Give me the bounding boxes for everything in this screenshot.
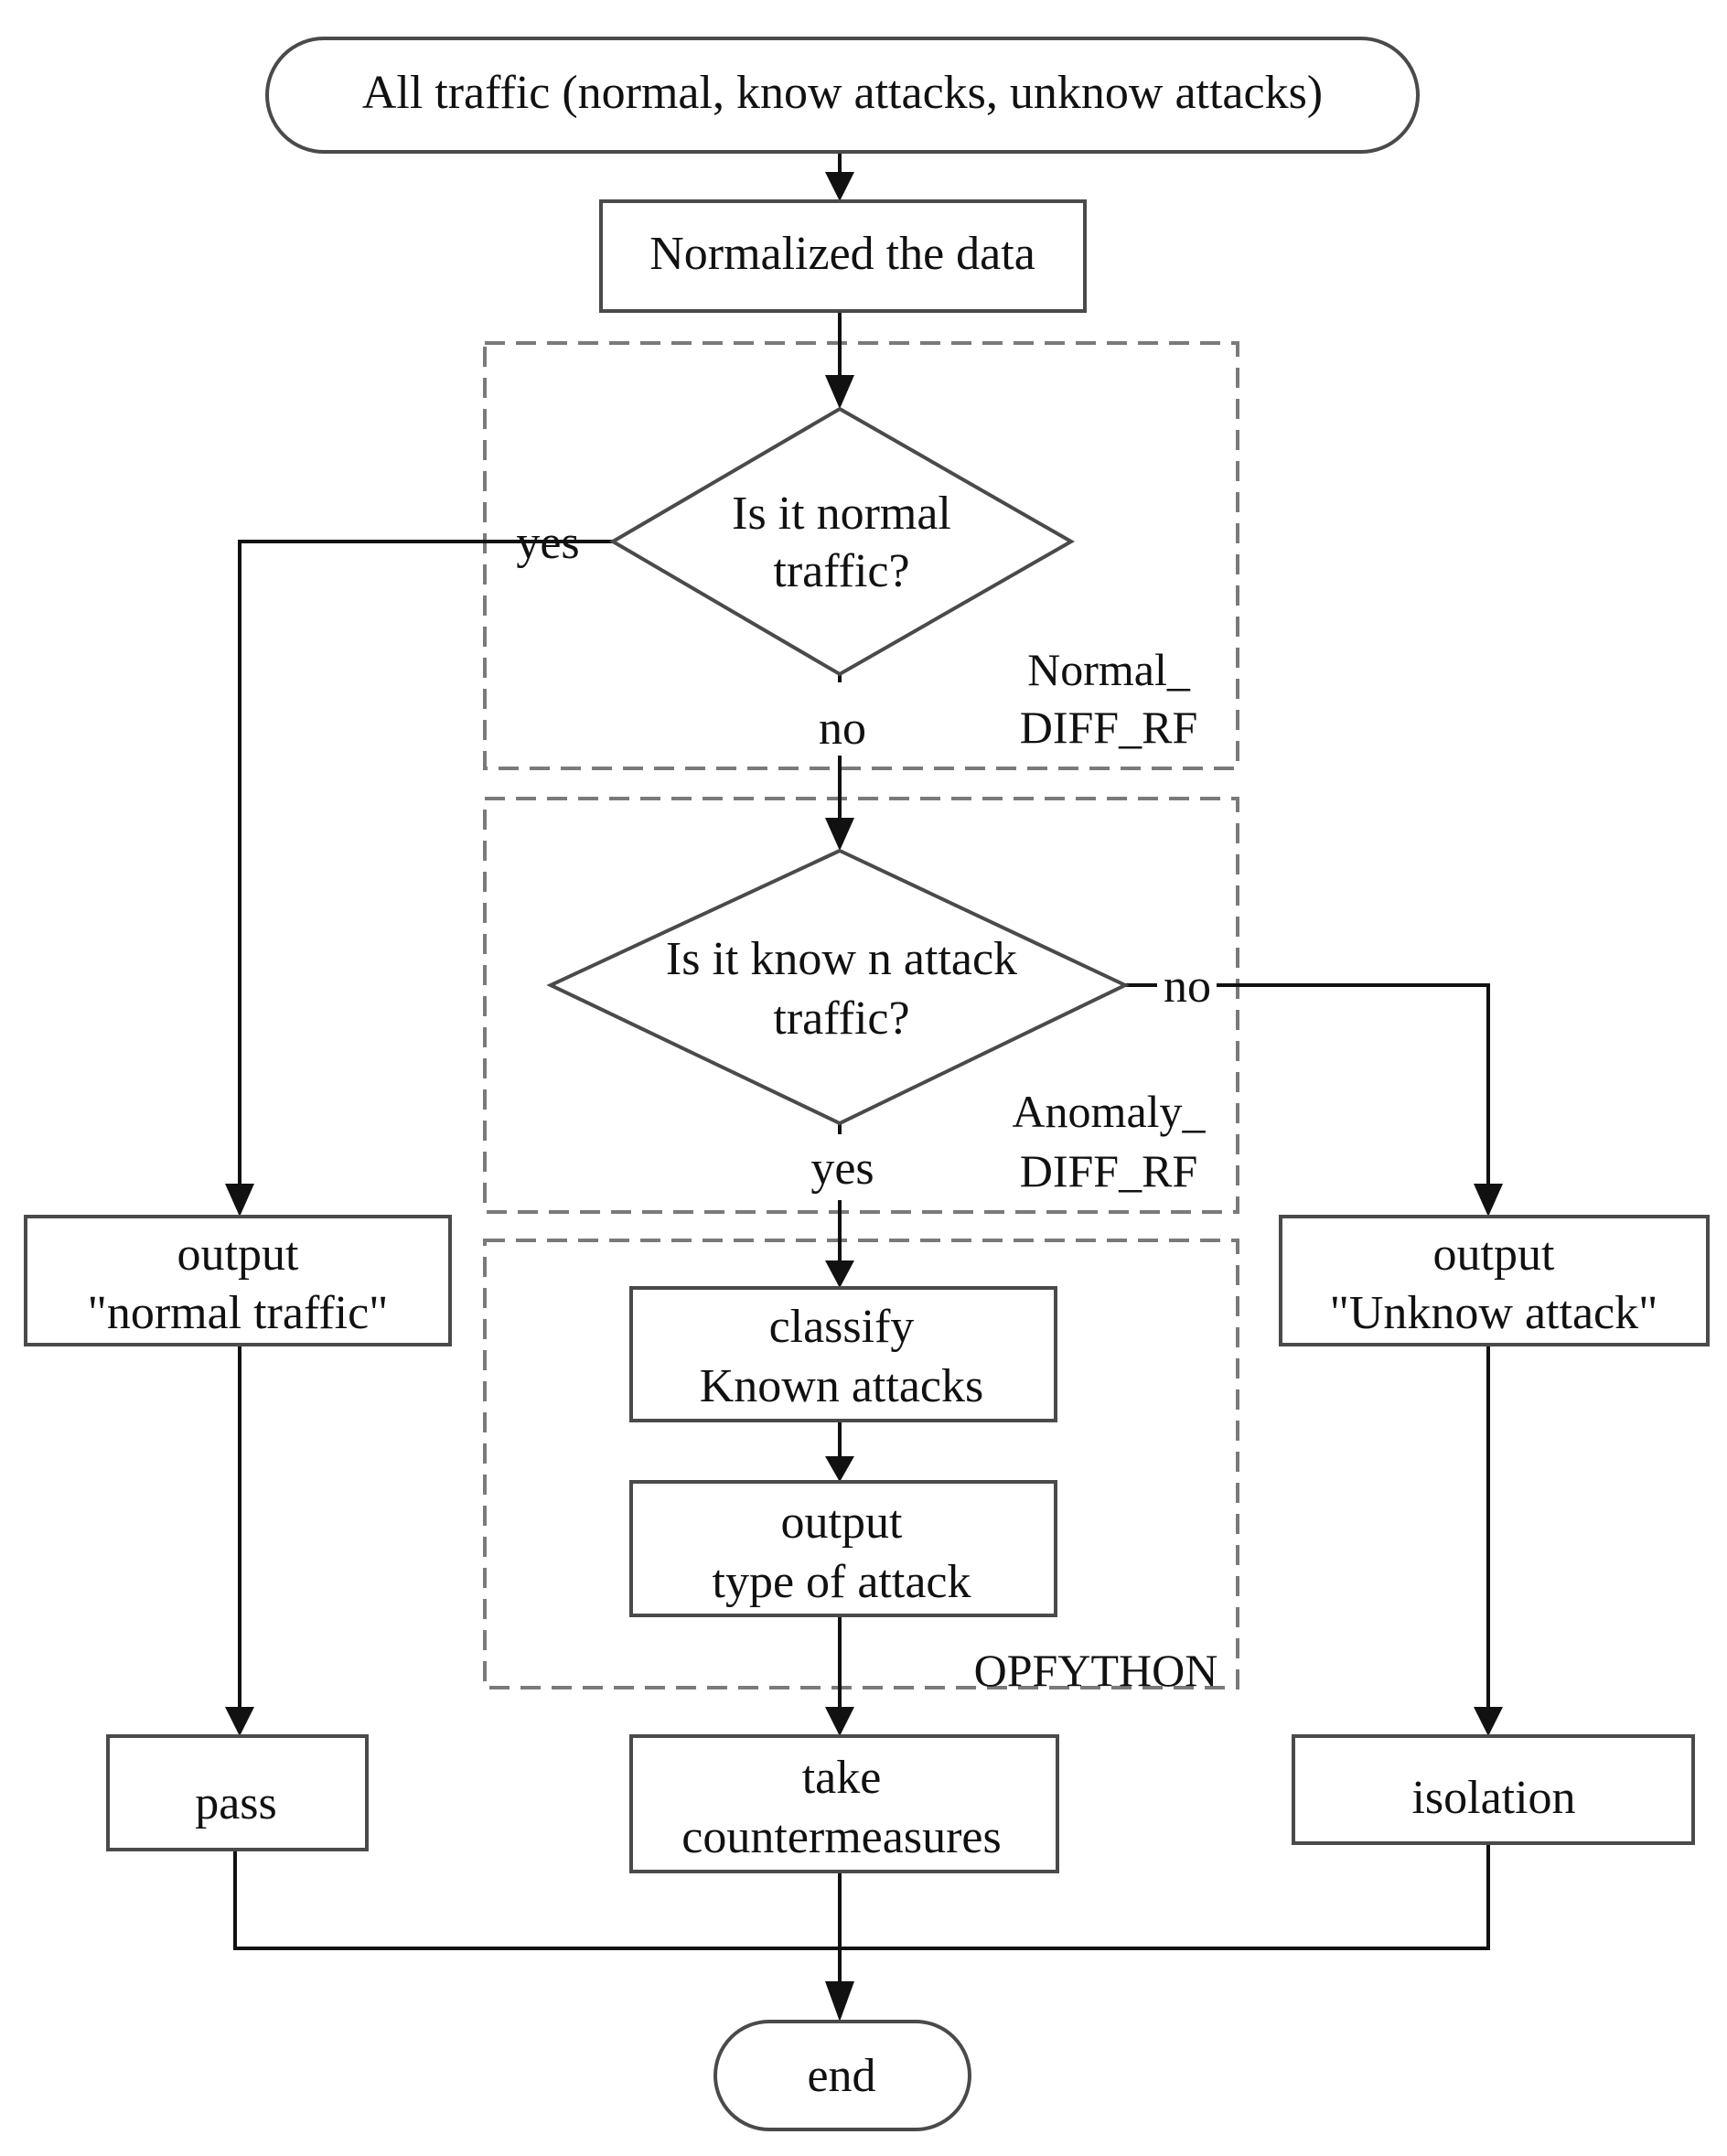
arrow-to-pass [225, 1707, 254, 1736]
group-opfython-label: OPFYTHON [974, 1645, 1218, 1696]
decision-normal-no-label: no [819, 703, 866, 755]
decision-known-attack [546, 848, 1130, 1126]
connector-known-no-b [1217, 983, 1490, 1185]
countermeasures-box [629, 1734, 1059, 1873]
end-terminator [713, 2020, 971, 2131]
output-normal-line2: "normal traffic" [88, 1287, 389, 1339]
decision-known-no-label: no [1164, 960, 1211, 1013]
arrow-to-isolation [1474, 1707, 1503, 1736]
decision-normal-line2: traffic? [773, 545, 909, 597]
arrow-to-output-unknown [1474, 1184, 1503, 1217]
arrowheads [225, 172, 1503, 2022]
decision-normal-yes-label: yes [516, 517, 579, 569]
isolation-box [1292, 1734, 1695, 1845]
output-normal-box [24, 1215, 452, 1346]
arrow-to-decision-known [825, 818, 854, 851]
end-label: end [807, 2050, 875, 2102]
group-normal-label-line1: Normal_ [1027, 644, 1191, 695]
group-anomaly-label-line1: Anomaly_ [1012, 1086, 1206, 1137]
output-unknown-box [1279, 1215, 1710, 1346]
decision-known-yes-label: yes [810, 1142, 874, 1195]
classify-line2: Known attacks [700, 1360, 983, 1412]
start-label: All traffic (normal, know attacks, unkno… [362, 67, 1323, 119]
connector-yes-normal [238, 540, 613, 1185]
arrow-to-normalize [825, 172, 854, 201]
connector-isolation-end [840, 1843, 1490, 1950]
output-unknown-line2: "Unknow attack" [1330, 1287, 1658, 1339]
connectors [233, 152, 1490, 1983]
decision-normal-line1: Is it normal [732, 488, 951, 540]
classify-line1: classify [769, 1301, 915, 1353]
arrow-to-classify [825, 1260, 854, 1288]
arrow-to-output-normal [225, 1184, 254, 1217]
pass-label: pass [195, 1777, 277, 1829]
decision-known-line1: Is it know n attack [666, 933, 1017, 985]
normalize-label: Normalized the data [649, 228, 1035, 280]
group-opfython [483, 1239, 1239, 1689]
connector-pass-end [233, 1850, 840, 1950]
classify-box [629, 1286, 1057, 1422]
group-anomaly-label-line2: DIFF_RF [1020, 1145, 1198, 1196]
arrow-to-end [825, 1981, 854, 2022]
start-terminator [265, 37, 1420, 154]
output-unknown-line1: output [1433, 1228, 1555, 1281]
output-type-line2: type of attack [713, 1556, 971, 1608]
isolation-label: isolation [1411, 1772, 1575, 1824]
countermeasures-line1: take [802, 1752, 882, 1804]
decision-known-line2: traffic? [773, 992, 909, 1045]
countermeasures-line2: countermeasures [681, 1811, 1001, 1863]
group-anomaly-diff-rf [483, 797, 1239, 1214]
output-type-box [629, 1480, 1057, 1617]
output-normal-line1: output [177, 1228, 299, 1281]
group-normal-label-line2: DIFF_RF [1020, 702, 1198, 753]
pass-box [106, 1734, 369, 1851]
normalize-box [599, 199, 1087, 313]
group-normal-diff-rf [483, 341, 1239, 770]
decision-normal-traffic [609, 406, 1076, 677]
arrow-to-countermeasures [825, 1707, 854, 1736]
output-type-line1: output [781, 1496, 903, 1549]
arrow-to-output-type [825, 1456, 854, 1482]
arrow-to-decision-normal [825, 375, 854, 409]
